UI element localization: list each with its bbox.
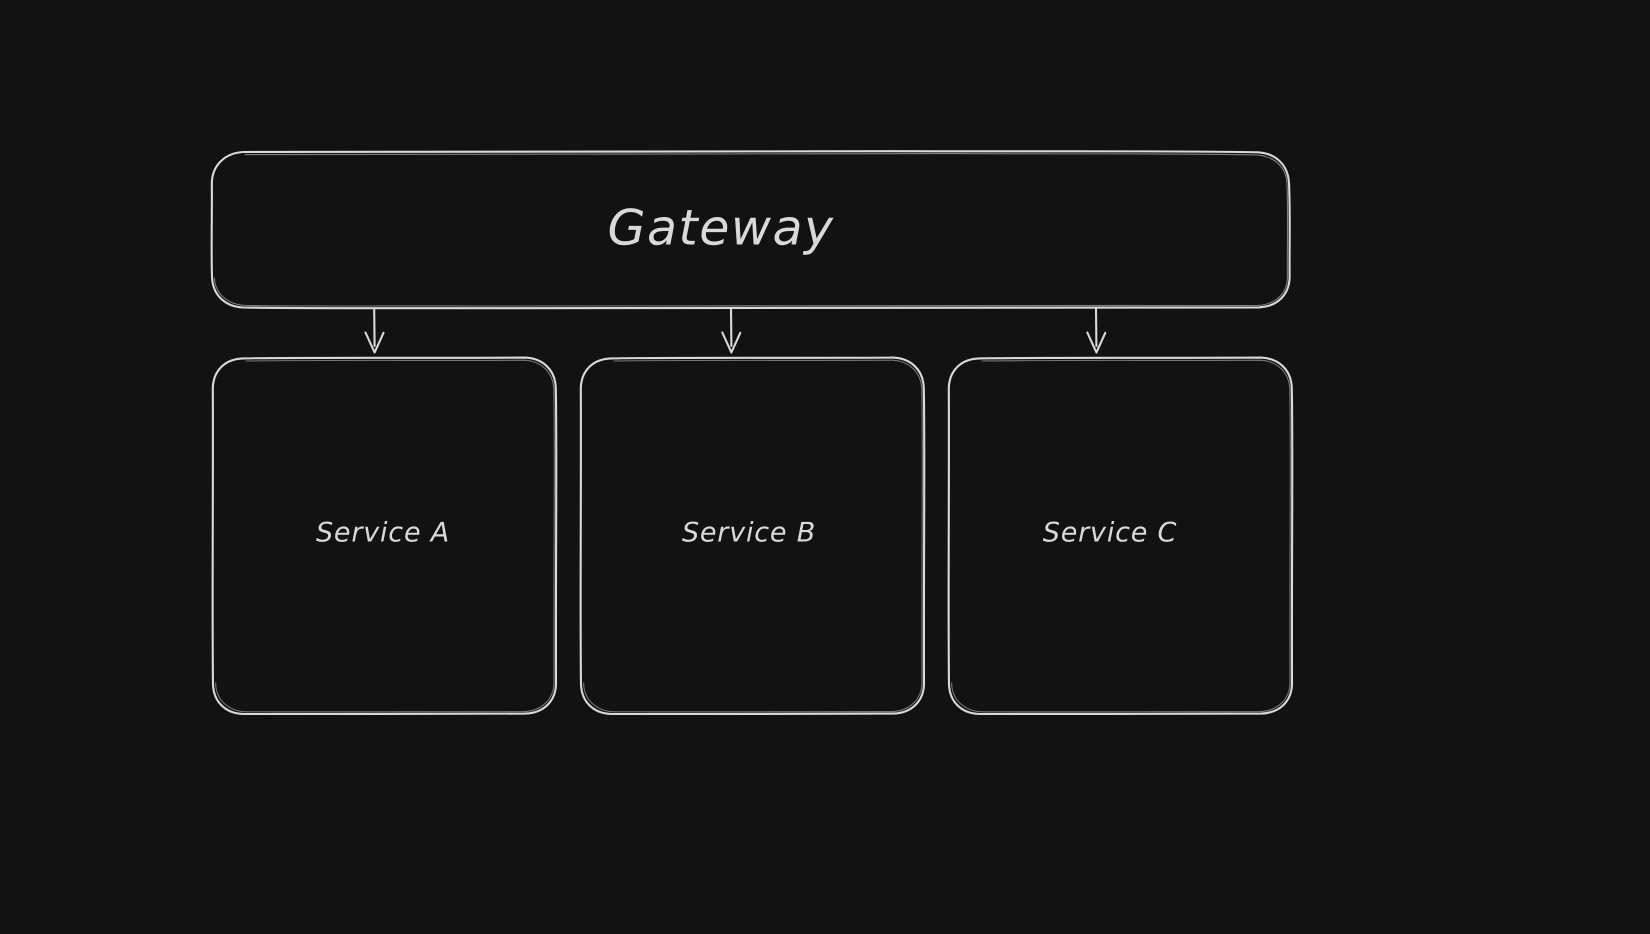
node-service-a[interactable] (211, 356, 558, 716)
node-service-c-outline (947, 356, 1294, 716)
node-service-a-outline-sketch (215, 359, 555, 713)
node-gateway[interactable] (210, 150, 1291, 310)
edge-gateway-to-service-a[interactable] (364, 307, 385, 354)
node-service-c[interactable] (947, 356, 1294, 716)
node-service-a-outline (211, 356, 558, 716)
node-gateway-outline (210, 150, 1291, 310)
edge-gateway-to-service-b-arrowhead (721, 331, 742, 354)
edge-gateway-to-service-c[interactable] (1086, 307, 1107, 354)
node-service-c-outline-sketch (951, 359, 1291, 713)
node-service-b-outline-sketch (583, 359, 923, 713)
edge-gateway-to-service-b[interactable] (721, 307, 742, 354)
node-gateway-outline-sketch (213, 153, 1289, 307)
node-service-b-outline (579, 356, 926, 716)
edge-gateway-to-service-c-arrowhead (1086, 331, 1107, 354)
node-service-b[interactable] (579, 356, 926, 716)
edge-gateway-to-service-a-arrowhead (364, 331, 385, 354)
